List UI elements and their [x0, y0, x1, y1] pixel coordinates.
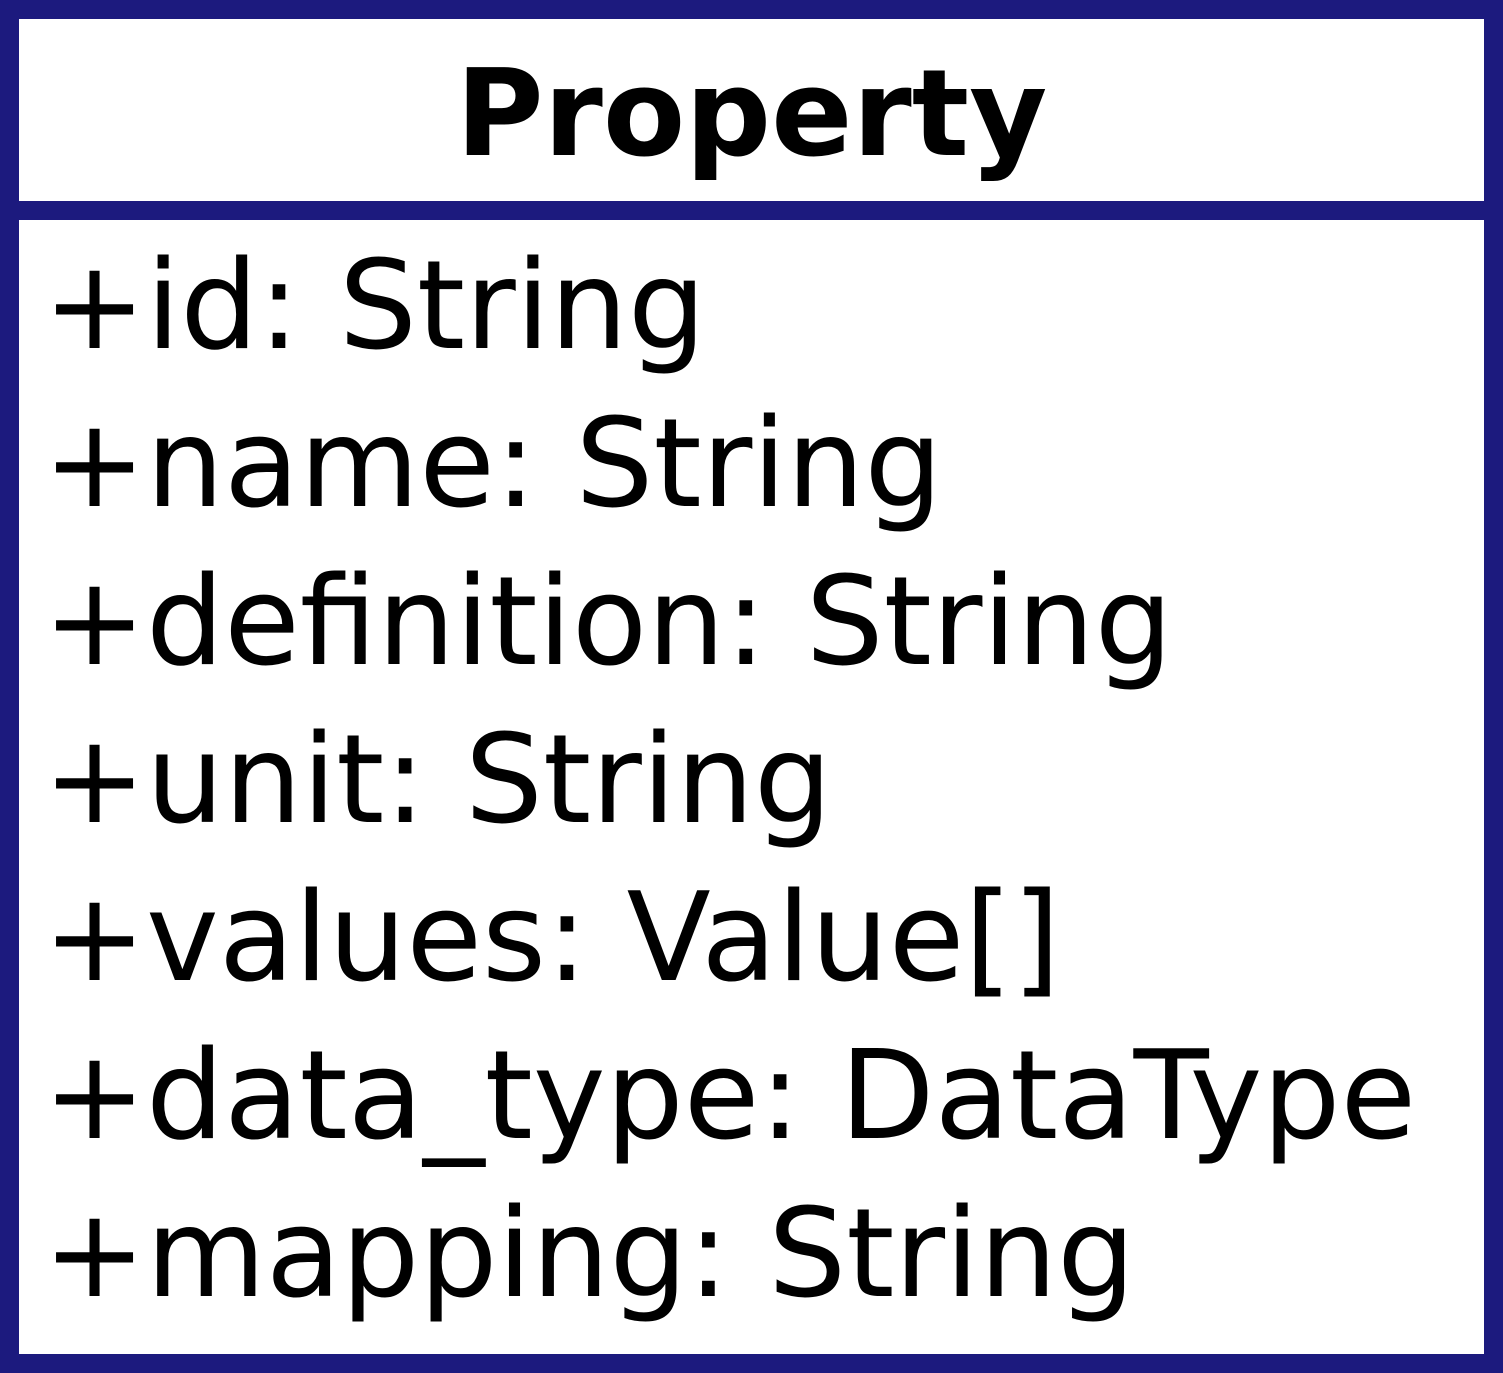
attribute-data-type: +data_type: DataType — [43, 1025, 1417, 1168]
class-name: Property — [455, 45, 1048, 184]
attribute-id: +id: String — [43, 235, 706, 378]
class-header: Property — [19, 19, 1484, 220]
attribute-values: +values: Value[] — [43, 867, 1061, 1010]
attribute-name: +name: String — [43, 393, 943, 536]
attribute-list: +id: String +name: String +definition: S… — [19, 220, 1484, 1334]
attribute-mapping: +mapping: String — [43, 1183, 1136, 1326]
attribute-unit: +unit: String — [43, 709, 832, 852]
attribute-definition: +definition: String — [43, 551, 1173, 694]
